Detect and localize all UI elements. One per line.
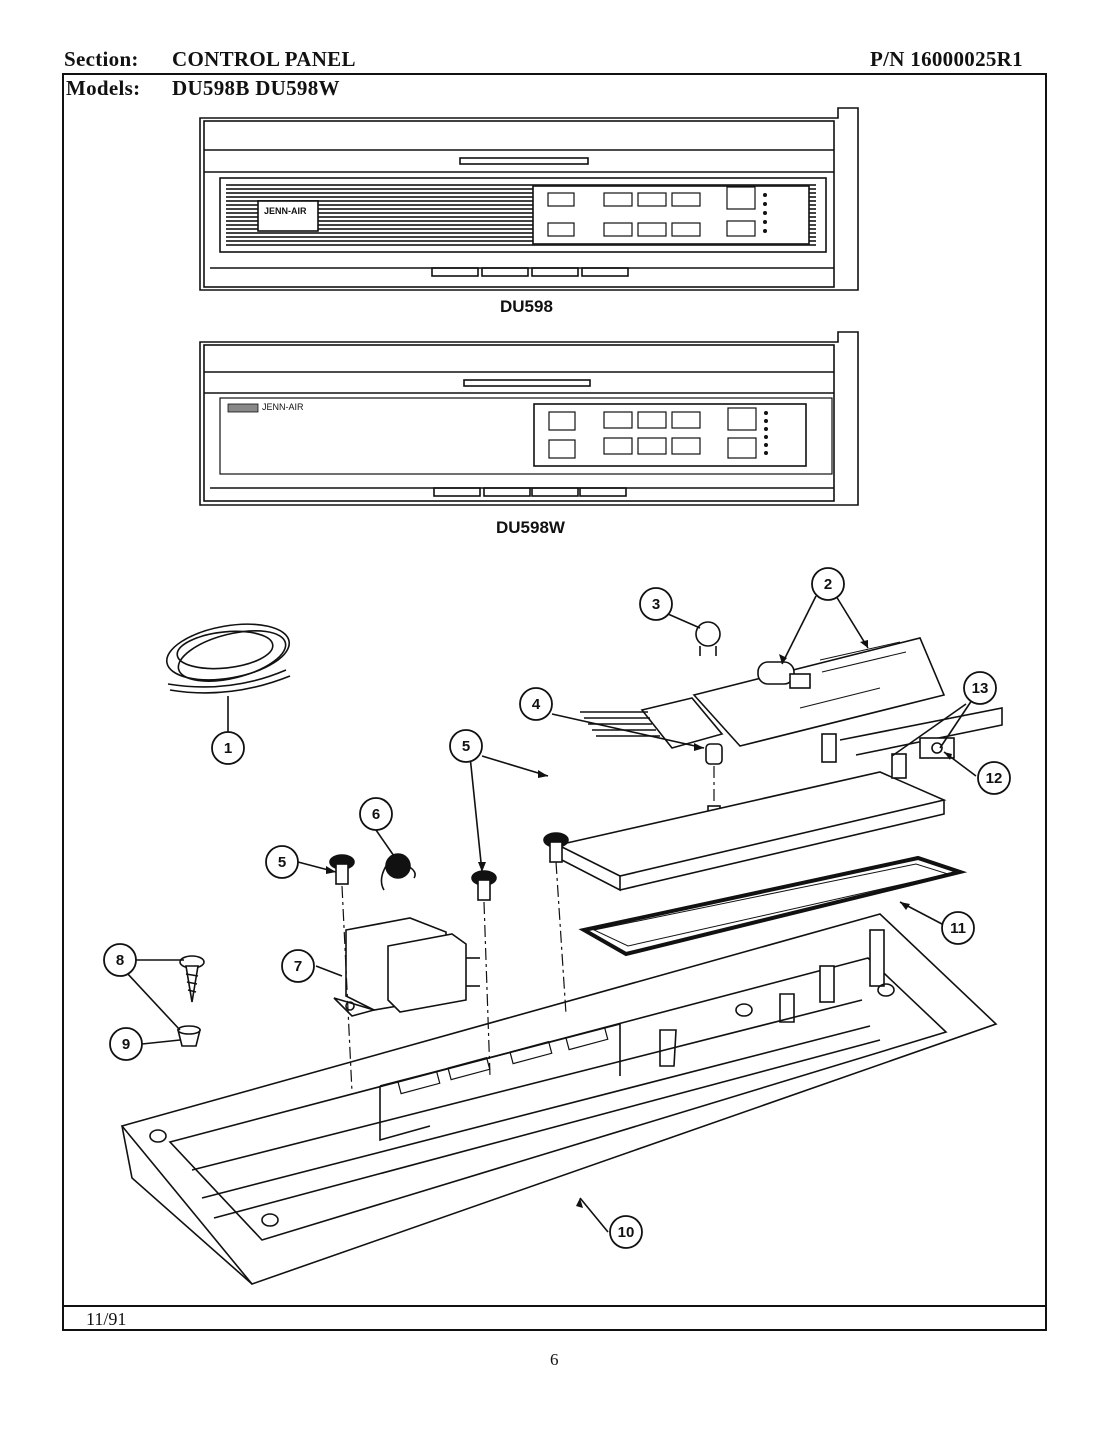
screw-5b [471, 870, 497, 901]
spring [380, 853, 416, 891]
callout-5b: 5 [278, 854, 286, 871]
callout-6: 6 [372, 806, 380, 823]
gasket [578, 855, 968, 957]
callout-4: 4 [532, 696, 541, 713]
wire-harness [165, 623, 291, 694]
callout-11: 11 [950, 920, 966, 937]
screw-5a [329, 854, 355, 885]
section-value: CONTROL PANEL [172, 47, 356, 71]
revision-date: 11/91 [86, 1309, 127, 1329]
cap-9 [176, 1025, 202, 1047]
ribbon-connector [580, 697, 724, 749]
callout-8: 8 [116, 952, 124, 969]
callout-3: 3 [652, 596, 660, 613]
callout-9: 9 [122, 1036, 130, 1053]
brand-du598w: JENN-AIR [262, 402, 304, 412]
callout-1: 1 [224, 740, 232, 757]
callout-2: 2 [824, 576, 832, 593]
caption-du598: DU598 [500, 297, 553, 316]
control-board [692, 637, 946, 747]
diagram-frame [62, 73, 1047, 1331]
console-housing [120, 913, 998, 1285]
part-number: P/N 16000025R1 [870, 47, 1023, 71]
panel-du598-drawing [199, 107, 859, 291]
page-number: 6 [550, 1350, 559, 1369]
callout-10: 10 [618, 1224, 635, 1241]
screw-8 [179, 955, 205, 1003]
callout-13: 13 [972, 680, 989, 697]
callout-12: 12 [986, 770, 1003, 787]
board-support [555, 707, 1003, 892]
footer-divider [62, 1305, 1047, 1307]
callout-7: 7 [294, 958, 302, 975]
callout-5a: 5 [462, 738, 470, 755]
brand-du598: JENN-AIR [262, 206, 309, 216]
led-part [695, 621, 721, 656]
models-value: DU598B DU598W [172, 76, 340, 100]
models-label: Models: [66, 76, 141, 100]
caption-du598w: DU598W [496, 518, 565, 537]
section-label: Section: [64, 47, 139, 71]
transformer [333, 917, 480, 1017]
panel-du598w-drawing [199, 331, 859, 506]
